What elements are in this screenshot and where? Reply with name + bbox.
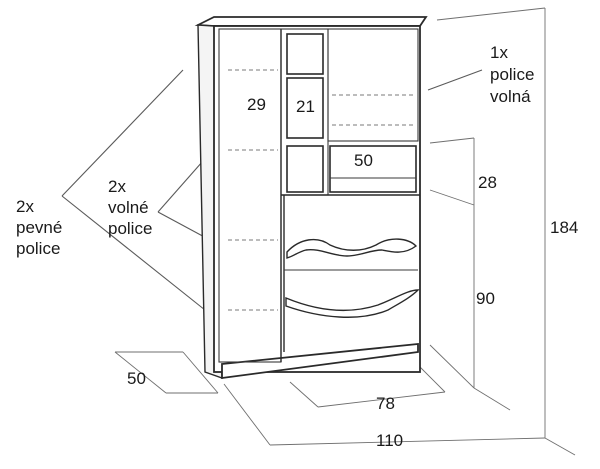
loose-shelves-count: 2x: [108, 177, 126, 196]
left-compartment-label: 29: [247, 95, 266, 114]
dimension-labels: 29 21 50 28 90 184 78 110 50: [127, 95, 578, 450]
niche-height-label: 28: [478, 173, 497, 192]
width-label: 110: [376, 431, 403, 450]
top-shelf-type: volná: [490, 87, 531, 106]
depth-label: 50: [127, 369, 146, 388]
top-shelf-noun: police: [490, 65, 534, 84]
fixed-shelves-noun: police: [16, 239, 60, 258]
callout-leaders: [61, 69, 483, 311]
drawer-section-label: 90: [476, 289, 495, 308]
loose-shelves-type: volné: [108, 198, 149, 217]
middle-compartment-label: 21: [296, 97, 315, 116]
callout-labels: 2x pevné police 2x volné police 1x polic…: [16, 43, 534, 258]
fixed-shelves-type: pevné: [16, 218, 62, 237]
loose-shelves-noun: police: [108, 219, 152, 238]
niche-width-label: 50: [354, 151, 373, 170]
top-shelf-count: 1x: [490, 43, 508, 62]
fixed-shelves-count: 2x: [16, 197, 34, 216]
inner-width-label: 78: [376, 394, 395, 413]
wardrobe-cabinet: [194, 16, 428, 380]
height-label: 184: [550, 218, 578, 237]
dimension-guides: [114, 7, 576, 456]
